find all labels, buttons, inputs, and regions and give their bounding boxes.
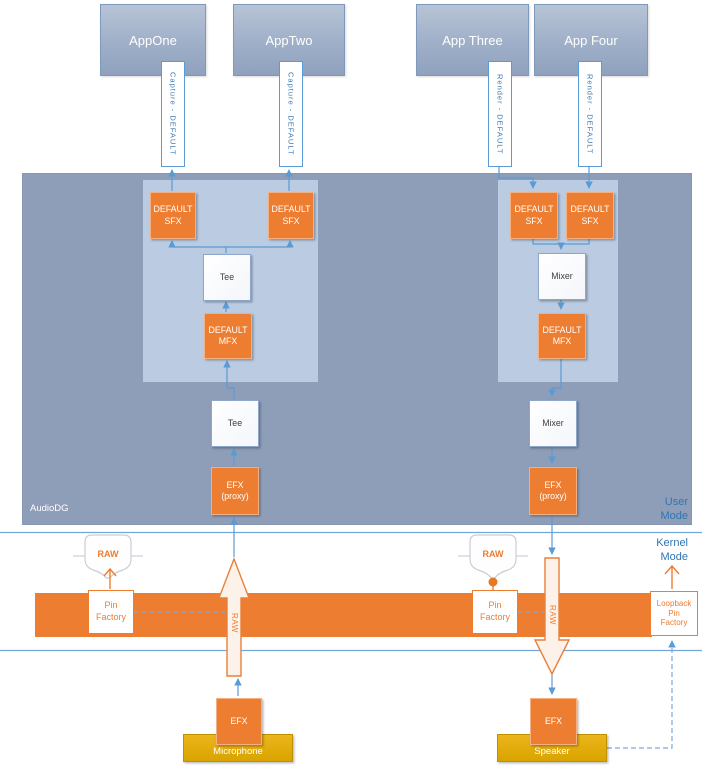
raw-pin-dot: [488, 577, 498, 587]
capture-efx-proxy: EFX (proxy): [211, 467, 259, 515]
raw-badge-render-label: RAW: [482, 549, 504, 559]
render-mixer-inner: Mixer: [538, 253, 586, 300]
kernel-mode-label: Kernel Mode: [656, 537, 688, 563]
raw-badge-capture-label: RAW: [97, 549, 119, 559]
raw-badge-capture-shape: [84, 534, 132, 579]
audiodg-label: AudioDG: [30, 503, 69, 514]
capture-default-sfx-1: DEFAULT SFX: [150, 192, 196, 239]
raw-down-arrow-label: RAW: [548, 605, 557, 625]
render-stream-app-four: Render - DEFAULT: [578, 61, 602, 167]
render-default-mfx: DEFAULT MFX: [538, 313, 586, 359]
pin-factory-capture: Pin Factory: [88, 590, 134, 634]
capture-tee-outer: Tee: [211, 400, 259, 447]
raw-up-arrow-label: RAW: [230, 613, 239, 633]
render-stream-app-three: Render - DEFAULT: [488, 61, 512, 167]
capture-tee-inner: Tee: [203, 254, 251, 301]
speaker-efx: EFX: [530, 698, 577, 745]
raw-down-arrow: [533, 557, 571, 676]
render-default-sfx-1: DEFAULT SFX: [510, 192, 558, 239]
capture-stream-app-two: Capture - DEFAULT: [279, 61, 303, 167]
app-three-box: App Three: [416, 4, 529, 76]
microphone-efx: EFX: [216, 698, 262, 745]
user-mode-label: User Mode: [660, 496, 688, 522]
app-one-box: AppOne: [100, 4, 206, 76]
raw-up-arrow: [217, 557, 251, 677]
render-connectors: [498, 166, 593, 695]
render-efx-proxy: EFX (proxy): [529, 467, 577, 515]
capture-default-mfx: DEFAULT MFX: [204, 313, 252, 359]
dashed-links: [133, 611, 676, 749]
raw-badge-render-shape: [469, 534, 517, 579]
loopback-pin-factory: Loopback Pin Factory: [650, 591, 698, 636]
pin-factory-connectors: [103, 564, 680, 590]
raw-stream-arrows: [217, 557, 571, 677]
capture-stream-app-one: Capture - DEFAULT: [161, 61, 185, 167]
render-default-sfx-2: DEFAULT SFX: [566, 192, 614, 239]
capture-default-sfx-2: DEFAULT SFX: [268, 192, 314, 239]
render-mixer-outer: Mixer: [529, 400, 577, 447]
pin-factory-render: Pin Factory: [472, 590, 518, 634]
capture-connectors: [168, 169, 294, 696]
raw-badges: [73, 534, 528, 579]
